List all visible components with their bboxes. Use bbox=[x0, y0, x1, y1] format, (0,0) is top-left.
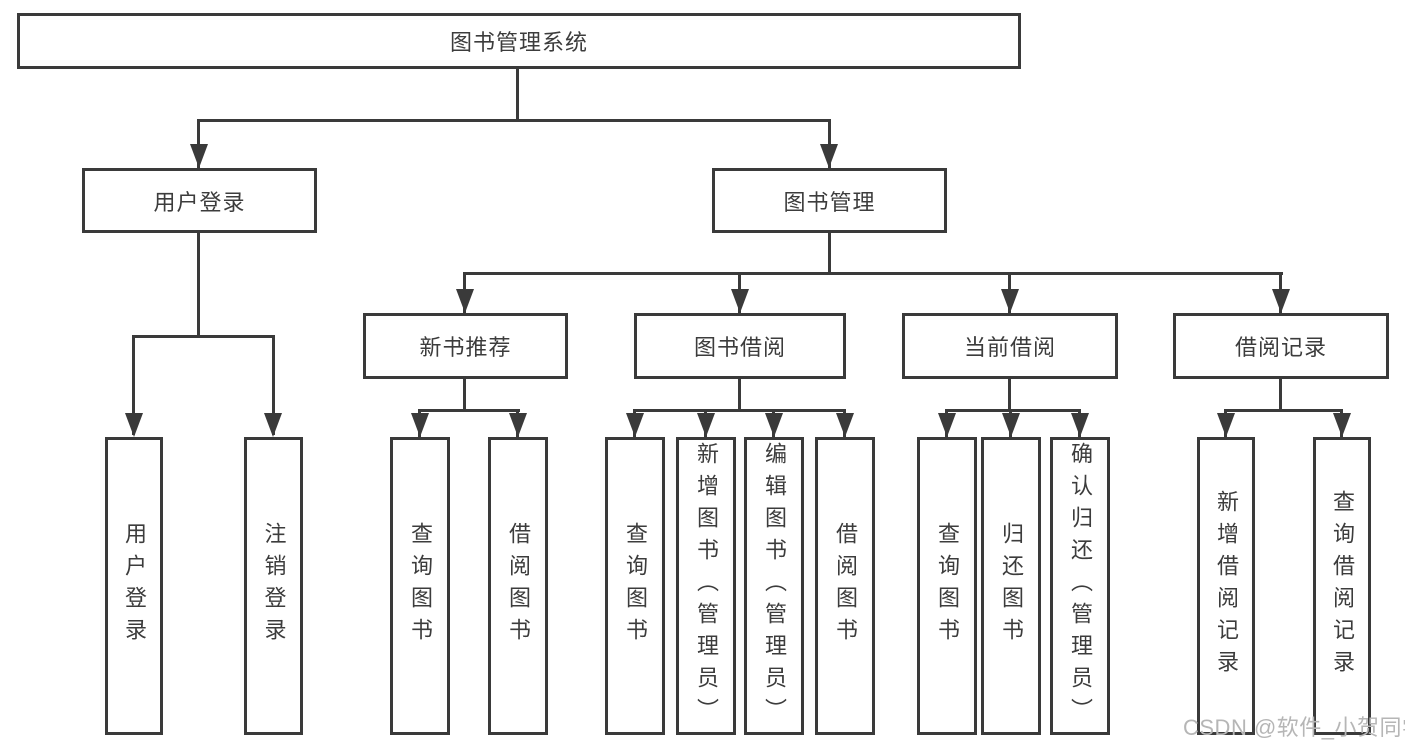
arrowhead-down bbox=[836, 413, 854, 437]
arrowhead-down bbox=[1272, 289, 1290, 313]
leaf-add-borrow-record: 新增借阅记录 bbox=[1197, 437, 1255, 735]
arrowhead-down bbox=[1002, 413, 1020, 437]
leaf-query-books-current: 查询图书 bbox=[917, 437, 977, 735]
arrowhead-down bbox=[509, 413, 527, 437]
arrowhead-down bbox=[190, 144, 208, 168]
arrowhead-down bbox=[626, 413, 644, 437]
connector-line bbox=[272, 335, 275, 435]
connector-line bbox=[132, 335, 275, 338]
leaf-add-books-admin: 新增图书（管理员） bbox=[676, 437, 736, 735]
arrowhead-down bbox=[765, 413, 783, 437]
leaf-query-borrow-record: 查询借阅记录 bbox=[1313, 437, 1371, 735]
arrowhead-down bbox=[1217, 413, 1235, 437]
arrowhead-down bbox=[1001, 289, 1019, 313]
arrowhead-down bbox=[125, 413, 143, 437]
node-library-management-system: 图书管理系统 bbox=[17, 13, 1021, 69]
connector-line bbox=[738, 379, 741, 409]
arrowhead-down bbox=[264, 413, 282, 437]
leaf-borrow-books: 借阅图书 bbox=[815, 437, 875, 735]
node-current-borrowing: 当前借阅 bbox=[902, 313, 1118, 379]
connector-line bbox=[633, 409, 846, 412]
node-book-management: 图书管理 bbox=[712, 168, 947, 233]
arrowhead-down bbox=[820, 144, 838, 168]
connector-line bbox=[418, 409, 520, 412]
leaf-query-books-borrow: 查询图书 bbox=[605, 437, 665, 735]
arrowhead-down bbox=[938, 413, 956, 437]
arrowhead-down bbox=[456, 289, 474, 313]
leaf-user-login: 用户登录 bbox=[105, 437, 163, 735]
connector-line bbox=[463, 272, 1283, 275]
connector-line bbox=[197, 119, 831, 122]
node-new-book-recommendation: 新书推荐 bbox=[363, 313, 568, 379]
connector-line bbox=[463, 379, 466, 409]
node-book-borrowing: 图书借阅 bbox=[634, 313, 846, 379]
connector-line bbox=[197, 233, 200, 335]
leaf-logout: 注销登录 bbox=[244, 437, 303, 735]
connector-line bbox=[132, 335, 135, 435]
connector-line bbox=[1008, 379, 1011, 409]
arrowhead-down bbox=[1333, 413, 1351, 437]
connector-line bbox=[1224, 409, 1343, 412]
connector-line bbox=[945, 409, 1081, 412]
arrowhead-down bbox=[411, 413, 429, 437]
arrowhead-down bbox=[731, 289, 749, 313]
connector-line bbox=[516, 68, 519, 120]
csdn-watermark: CSDN @软件_小贺同学 bbox=[1183, 715, 1405, 740]
connector-line bbox=[1279, 379, 1282, 409]
connector-line bbox=[828, 233, 831, 274]
connector-line bbox=[828, 119, 831, 168]
leaf-edit-books-admin: 编辑图书（管理员） bbox=[744, 437, 804, 735]
leaf-query-books-recommend: 查询图书 bbox=[390, 437, 450, 735]
arrowhead-down bbox=[697, 413, 715, 437]
leaf-return-books: 归还图书 bbox=[981, 437, 1041, 735]
arrowhead-down bbox=[1071, 413, 1089, 437]
leaf-confirm-return-admin: 确认归还（管理员） bbox=[1050, 437, 1110, 735]
node-user-login: 用户登录 bbox=[82, 168, 317, 233]
node-borrowing-records: 借阅记录 bbox=[1173, 313, 1389, 379]
connector-line bbox=[197, 119, 200, 168]
leaf-borrow-books-recommend: 借阅图书 bbox=[488, 437, 548, 735]
